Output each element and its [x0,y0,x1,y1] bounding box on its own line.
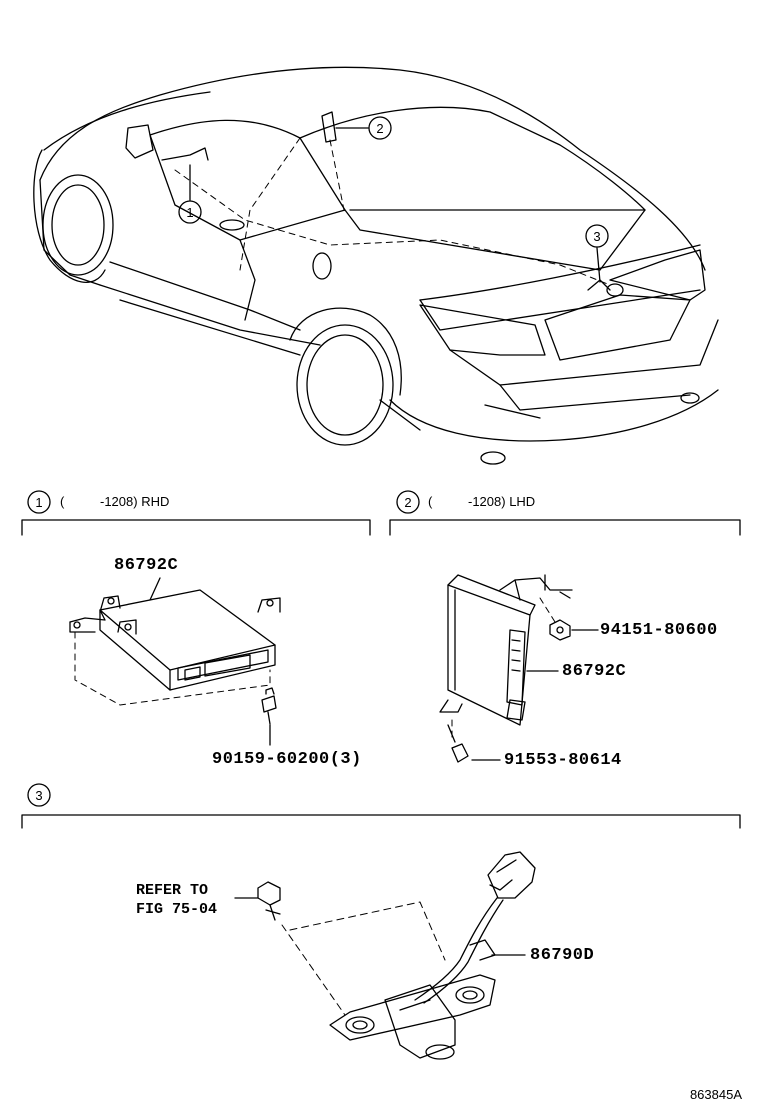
section-2-open: ( [428,494,433,509]
section-1-circle [27,490,51,514]
section-1-bracket [21,519,371,536]
car-wiring-dashed [174,137,611,286]
part-label-86792c-lhd: 86792C [562,662,627,681]
location-mark-1 [161,147,209,161]
callout-3-circle [585,224,609,248]
ecu-rhd-dashed [74,631,271,706]
refer-line-2: FIG 75-04 [136,901,218,918]
ecu-lhd-dashed [451,597,556,741]
section-3-circle [27,783,51,807]
ecu-lhd-drawing [439,574,573,763]
part-label-86792c-rhd: 86792C [114,556,179,575]
illustration-id: 863845A [689,1087,742,1102]
ecu-rhd-drawing [69,589,281,725]
part-label-nut-lhd: 94151-80600 [600,621,718,640]
section-1-open: ( [60,494,65,509]
callout-3-number: 3 [593,229,600,244]
ecu-rhd-leader [149,577,161,601]
callout-1-number: 1 [186,205,193,220]
callout-1-circle [178,200,202,224]
callout-2-circle [368,116,392,140]
car-illustration [33,66,719,465]
section-1-range: -1208) RHD [100,494,170,509]
callout-3-leader [596,247,601,283]
refer-line-1: REFER TO [136,882,209,899]
section-1-number: 1 [35,495,42,510]
section-2-number: 2 [404,495,411,510]
section-2-range: -1208) LHD [468,494,536,509]
part-label-bolt-lhd: 91553-80614 [504,751,622,770]
section-3-bracket [21,814,741,829]
refer-to-note: REFER TO FIG 75-04 [136,881,217,919]
part-label-bolt-rhd: 90159-60200(3) [212,750,362,769]
camera-dashed [281,901,446,1016]
location-mark-2 [321,111,337,143]
section-2-bracket [389,519,741,536]
callout-2-number: 2 [376,121,383,136]
section-3-number: 3 [35,788,42,803]
part-label-86790d: 86790D [530,946,595,965]
section-2-circle [396,490,420,514]
camera-drawing [257,851,536,1060]
